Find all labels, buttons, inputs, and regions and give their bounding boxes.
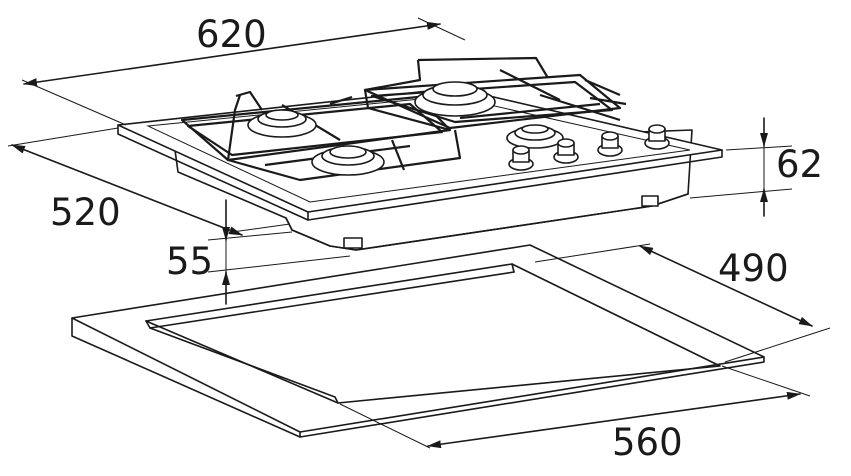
- dimension-label-520: 520: [50, 191, 121, 234]
- dim-line-560: [427, 391, 801, 449]
- dimension-label-55: 55: [166, 240, 214, 283]
- countertop-frame: [71, 244, 765, 438]
- burners: [247, 81, 564, 176]
- dimension-lines: [7, 17, 831, 449]
- dim-line-620: [23, 21, 441, 87]
- dimension-label-490: 490: [718, 247, 789, 290]
- control-knobs: [508, 124, 670, 171]
- dim-line-520: [11, 144, 243, 236]
- dim-line-490: [639, 245, 813, 327]
- dimension-label-560: 560: [612, 421, 683, 464]
- dimension-label-62: 62: [776, 143, 824, 186]
- dimension-label-620: 620: [196, 13, 267, 56]
